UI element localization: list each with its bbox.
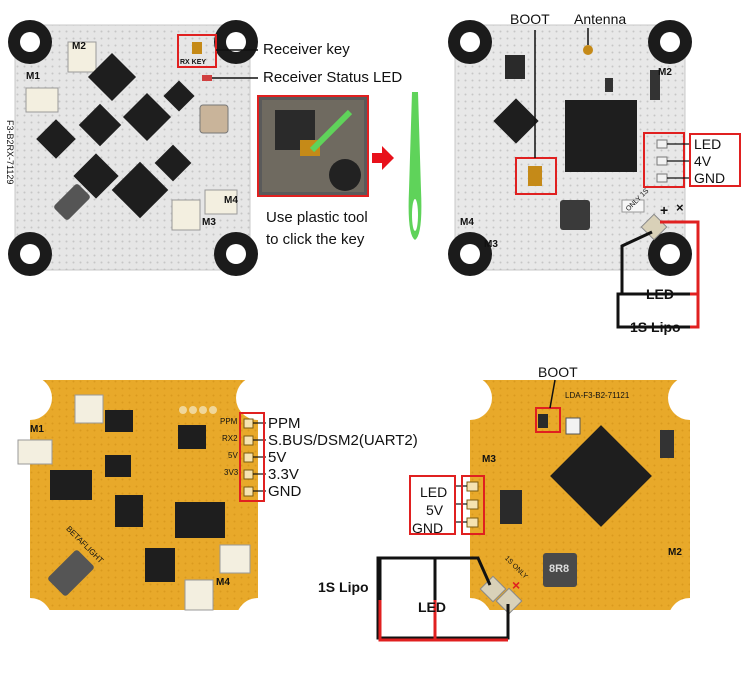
- board-top-left: [8, 20, 258, 276]
- motor-label-m1-bottom-left: M1: [30, 424, 44, 435]
- motor-label-m4-bottom-left: M4: [216, 577, 230, 588]
- sbus-label: S.BUS/DSM2(UART2): [268, 432, 418, 449]
- arrow-icon: [372, 146, 394, 170]
- instruction-line-1: Use plastic tool: [266, 209, 368, 226]
- led-wire-label-top: LED: [646, 286, 674, 302]
- motor-label-m2: M2: [72, 41, 86, 52]
- wires-top-right: [616, 220, 700, 329]
- motor-label-m2-top-right: M2: [658, 67, 672, 78]
- silk-rx2: RX2: [222, 434, 238, 443]
- inductor-silk: 8R8: [549, 563, 570, 575]
- board-bottom-left: [8, 376, 280, 642]
- ppm-label: PPM: [268, 415, 301, 432]
- 3v3-label: 3.3V: [268, 466, 299, 483]
- motor-label-m1: M1: [26, 71, 40, 82]
- gnd-label: GND: [268, 483, 302, 500]
- rx-key-silk: RX KEY: [180, 59, 207, 66]
- pad-4v-label: 4V: [694, 153, 712, 169]
- wires-bottom-right: [376, 556, 510, 642]
- pad-led-label-bottom: LED: [420, 484, 448, 500]
- board-top-right: + ×: [448, 20, 741, 276]
- silk-3v3: 3V3: [224, 468, 239, 477]
- receiver-key-label: Receiver key: [263, 41, 350, 58]
- pad-gnd-label: GND: [694, 170, 726, 186]
- motor-label-m3: M3: [202, 217, 216, 228]
- boot-label-bottom: BOOT: [538, 364, 578, 380]
- antenna-label: Antenna: [574, 11, 627, 27]
- led-wire-label-bottom: LED: [418, 599, 446, 615]
- motor-label-m3-bottom-right: M3: [482, 454, 496, 465]
- boot-label-top: BOOT: [510, 11, 550, 27]
- silk-5v: 5V: [228, 451, 238, 460]
- lipo-wire-label-top: 1S Lipo: [630, 319, 681, 335]
- pad-led-label: LED: [694, 136, 722, 152]
- motor-label-m4-top-right: M4: [460, 217, 474, 228]
- pad-5v-label-bottom: 5V: [426, 502, 444, 518]
- board-silk-top-left: F3-B2RX-71129: [5, 120, 15, 185]
- 5v-label: 5V: [268, 449, 287, 466]
- plastic-tool-icon: [408, 92, 422, 240]
- silk-ppm: PPM: [220, 417, 238, 426]
- motor-label-m4: M4: [224, 195, 238, 206]
- pad-gnd-label-bottom: GND: [412, 520, 444, 536]
- svg-text:+: +: [660, 202, 668, 218]
- motor-label-m2-bottom-right: M2: [668, 547, 682, 558]
- motor-label-m3-top-right: M3: [484, 239, 498, 250]
- instruction-line-2: to click the key: [266, 231, 365, 248]
- board-bottom-right: ×: [409, 376, 712, 642]
- board-silk-bottom-right: LDA-F3-B2-71121: [565, 391, 630, 400]
- svg-text:×: ×: [512, 577, 520, 593]
- svg-text:×: ×: [676, 200, 684, 215]
- photo-inset: [257, 95, 369, 197]
- lipo-wire-label-bottom: 1S Lipo: [318, 579, 369, 595]
- receiver-status-led-label: Receiver Status LED: [263, 69, 403, 86]
